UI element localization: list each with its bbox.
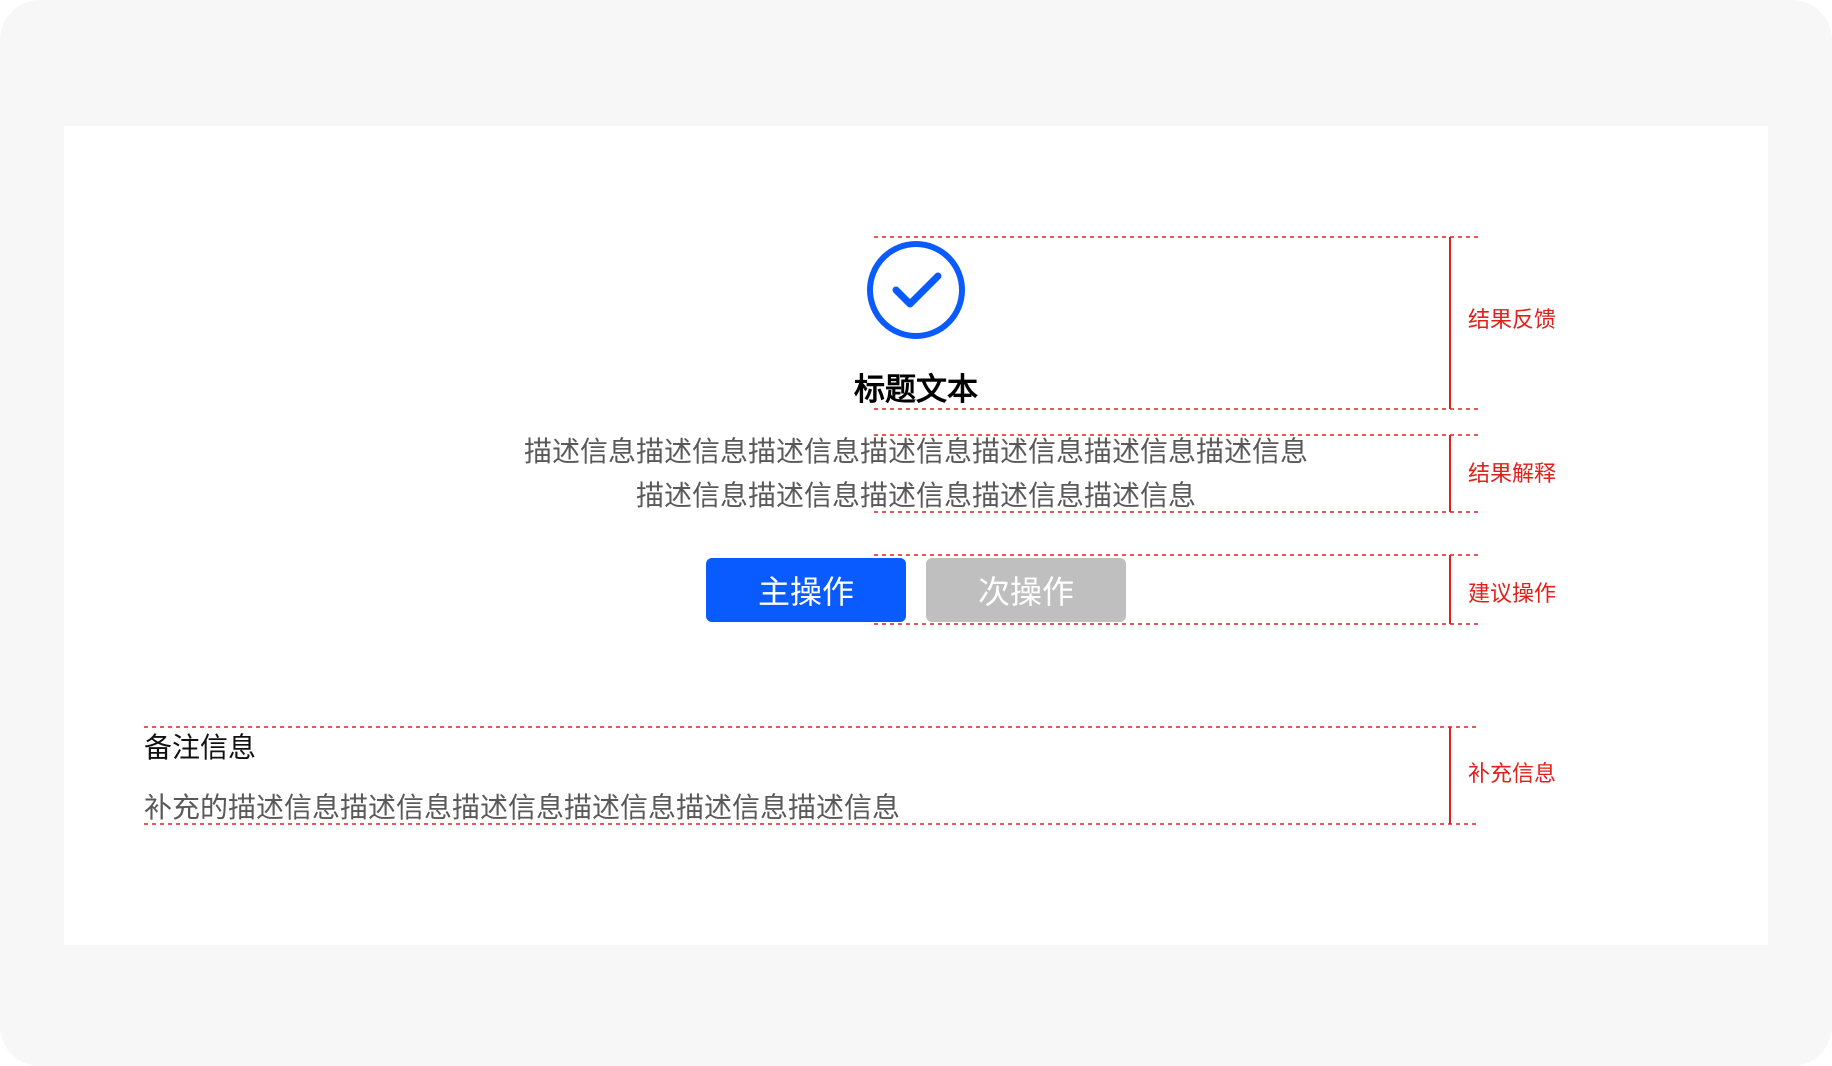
result-page-card xyxy=(64,126,1768,945)
result-description-line-1: 描述信息描述信息描述信息描述信息描述信息描述信息描述信息 xyxy=(523,435,1308,468)
primary-action-button[interactable]: 主操作 xyxy=(706,558,906,622)
result-title: 标题文本 xyxy=(854,372,978,408)
note-description: 补充的描述信息描述信息描述信息描述信息描述信息描述信息 xyxy=(144,791,901,824)
check-circle-icon xyxy=(867,241,965,339)
note-title: 备注信息 xyxy=(144,731,257,764)
secondary-action-button[interactable]: 次操作 xyxy=(926,558,1126,622)
result-description-line-2: 描述信息描述信息描述信息描述信息描述信息 xyxy=(635,479,1196,512)
annotation-label-explanation: 结果解释 xyxy=(1468,462,1557,487)
annotation-label-supplement: 补充信息 xyxy=(1468,762,1557,787)
annotation-label-feedback: 结果反馈 xyxy=(1468,308,1557,333)
annotation-label-actions: 建议操作 xyxy=(1468,582,1557,607)
